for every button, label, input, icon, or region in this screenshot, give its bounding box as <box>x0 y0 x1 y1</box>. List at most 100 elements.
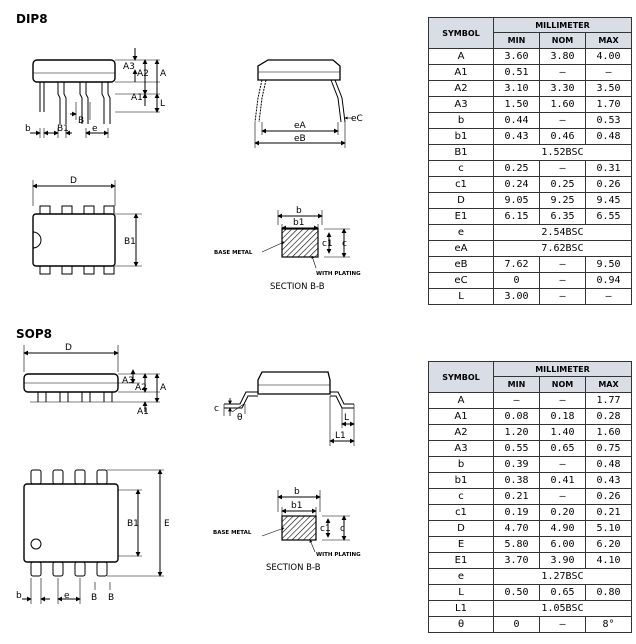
table-cell-min: 0.19 <box>493 504 540 521</box>
table-cell-nom: – <box>539 160 586 177</box>
table-cell-min: 1.20 <box>493 424 540 441</box>
table-cell-max: 4.10 <box>585 552 632 569</box>
table-cell-min: 3.10 <box>493 80 540 97</box>
min-header: MIN <box>493 32 540 49</box>
table-cell-nom: 3.80 <box>539 48 586 65</box>
sop8-label-b: b <box>16 591 22 601</box>
dip8-label-a: A <box>160 69 167 79</box>
table-cell-min: 0.43 <box>493 128 540 145</box>
table-cell-min: 3.60 <box>493 48 540 65</box>
table-cell-max: 1.70 <box>585 96 632 113</box>
table-cell-symbol: E1 <box>428 552 494 569</box>
table-cell-nom: – <box>539 616 586 633</box>
table-cell-span: 2.54BSC <box>493 224 632 241</box>
dip8-label-b1: B1 <box>57 124 69 134</box>
table-cell-max: – <box>585 288 632 305</box>
sop8-label-theta: θ <box>237 413 243 423</box>
table-cell-span: 7.62BSC <box>493 240 632 257</box>
table-cell-symbol: L1 <box>428 600 494 617</box>
sop8-section-title: SECTION B-B <box>266 563 321 573</box>
table-cell-symbol: c <box>428 488 494 505</box>
table-cell-nom: – <box>539 112 586 129</box>
table-cell-symbol: eC <box>428 272 494 289</box>
sop8-label-l1: L1 <box>335 431 346 441</box>
table-cell-nom: – <box>539 456 586 473</box>
table-cell-max: 0.26 <box>585 176 632 193</box>
sop8-section-c: c <box>340 524 345 534</box>
millimeter-header: MILLIMETER <box>493 361 632 377</box>
sop8-label-a1: A1 <box>137 407 149 417</box>
table-cell-symbol: A1 <box>428 64 494 81</box>
table-cell-min: 0.08 <box>493 408 540 425</box>
sop8-side-view <box>223 371 355 446</box>
table-cell-max: 0.21 <box>585 504 632 521</box>
dip8-section-b: b <box>296 206 302 216</box>
table-cell-nom: 0.41 <box>539 472 586 489</box>
table-cell-nom: – <box>539 488 586 505</box>
table-cell-min: 3.70 <box>493 552 540 569</box>
table-cell-nom: 0.65 <box>539 440 586 457</box>
table-cell-symbol: B1 <box>428 144 494 161</box>
sop8-section-b: b <box>294 487 300 497</box>
sop8-label-a2: A2 <box>135 383 147 393</box>
table-cell-max: 0.94 <box>585 272 632 289</box>
table-cell-symbol: L <box>428 288 494 305</box>
sop8-label-e: e <box>64 591 70 601</box>
table-cell-max: 0.26 <box>585 488 632 505</box>
table-cell-max: 9.50 <box>585 256 632 273</box>
dip8-label-b: b <box>25 124 31 134</box>
sop8-label-d: D <box>65 343 72 353</box>
millimeter-header: MILLIMETER <box>493 17 632 33</box>
sop8-label-bigb-2: B <box>108 593 114 603</box>
table-cell-max: 8° <box>585 616 632 633</box>
table-cell-nom: – <box>539 288 586 305</box>
table-cell-nom: 0.25 <box>539 176 586 193</box>
sop8-with-plating: WITH PLATING <box>316 552 361 558</box>
table-cell-symbol: A3 <box>428 440 494 457</box>
table-cell-min: – <box>493 392 540 409</box>
sop8-base-metal: BASE METAL <box>213 530 252 536</box>
table-cell-symbol: e <box>428 224 494 241</box>
sop8-front-view <box>23 345 160 412</box>
table-cell-symbol: θ <box>428 616 494 633</box>
sop8-section-b1: b1 <box>291 501 302 511</box>
table-cell-nom: 6.35 <box>539 208 586 225</box>
dip8-label-bigb: B <box>78 116 84 126</box>
sop8-label-a: A <box>160 383 167 393</box>
table-cell-min: 0.38 <box>493 472 540 489</box>
table-cell-symbol: eB <box>428 256 494 273</box>
table-cell-max: – <box>585 64 632 81</box>
dip8-section <box>261 210 350 269</box>
dip8-section-b1: b1 <box>293 218 304 228</box>
table-cell-symbol: b1 <box>428 128 494 145</box>
dip8-side-view <box>254 59 353 148</box>
dip8-label-e: e <box>92 124 98 134</box>
table-cell-symbol: c1 <box>428 176 494 193</box>
dip8-label-eb: eB <box>294 134 306 144</box>
table-cell-span: 1.27BSC <box>493 568 632 585</box>
table-cell-max: 9.45 <box>585 192 632 209</box>
table-cell-symbol: D <box>428 192 494 209</box>
table-cell-symbol: eA <box>428 240 494 257</box>
table-cell-symbol: b1 <box>428 472 494 489</box>
